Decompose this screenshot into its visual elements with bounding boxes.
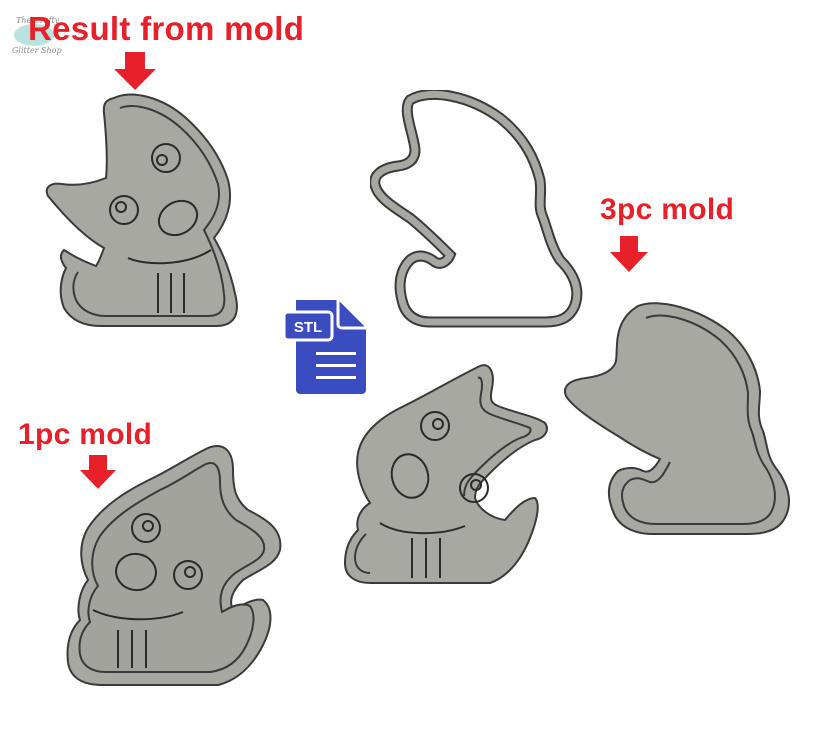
result-cat-piece (45, 93, 238, 327)
mold-back-piece (564, 302, 790, 535)
three-pc-label: 3pc mold (600, 193, 735, 226)
mold-frame-piece (370, 90, 583, 328)
arrow-down-icon (610, 236, 648, 272)
arrow-down-icon (80, 455, 116, 489)
logo-line2: Glitter Shop (12, 46, 62, 55)
one-pc-label: 1pc mold (18, 418, 153, 451)
mold-insert-piece (343, 364, 548, 584)
shop-logo: The Crafty Glitter Shop (10, 14, 62, 58)
stl-file-icon: STL (282, 300, 366, 394)
logo-blob (14, 24, 54, 46)
stl-text: STL (294, 319, 322, 336)
result-label: Result from mold (28, 10, 305, 47)
logo-line1: The Crafty (16, 16, 60, 25)
one-pc-mold-piece (66, 445, 282, 686)
arrow-down-icon (114, 52, 156, 90)
